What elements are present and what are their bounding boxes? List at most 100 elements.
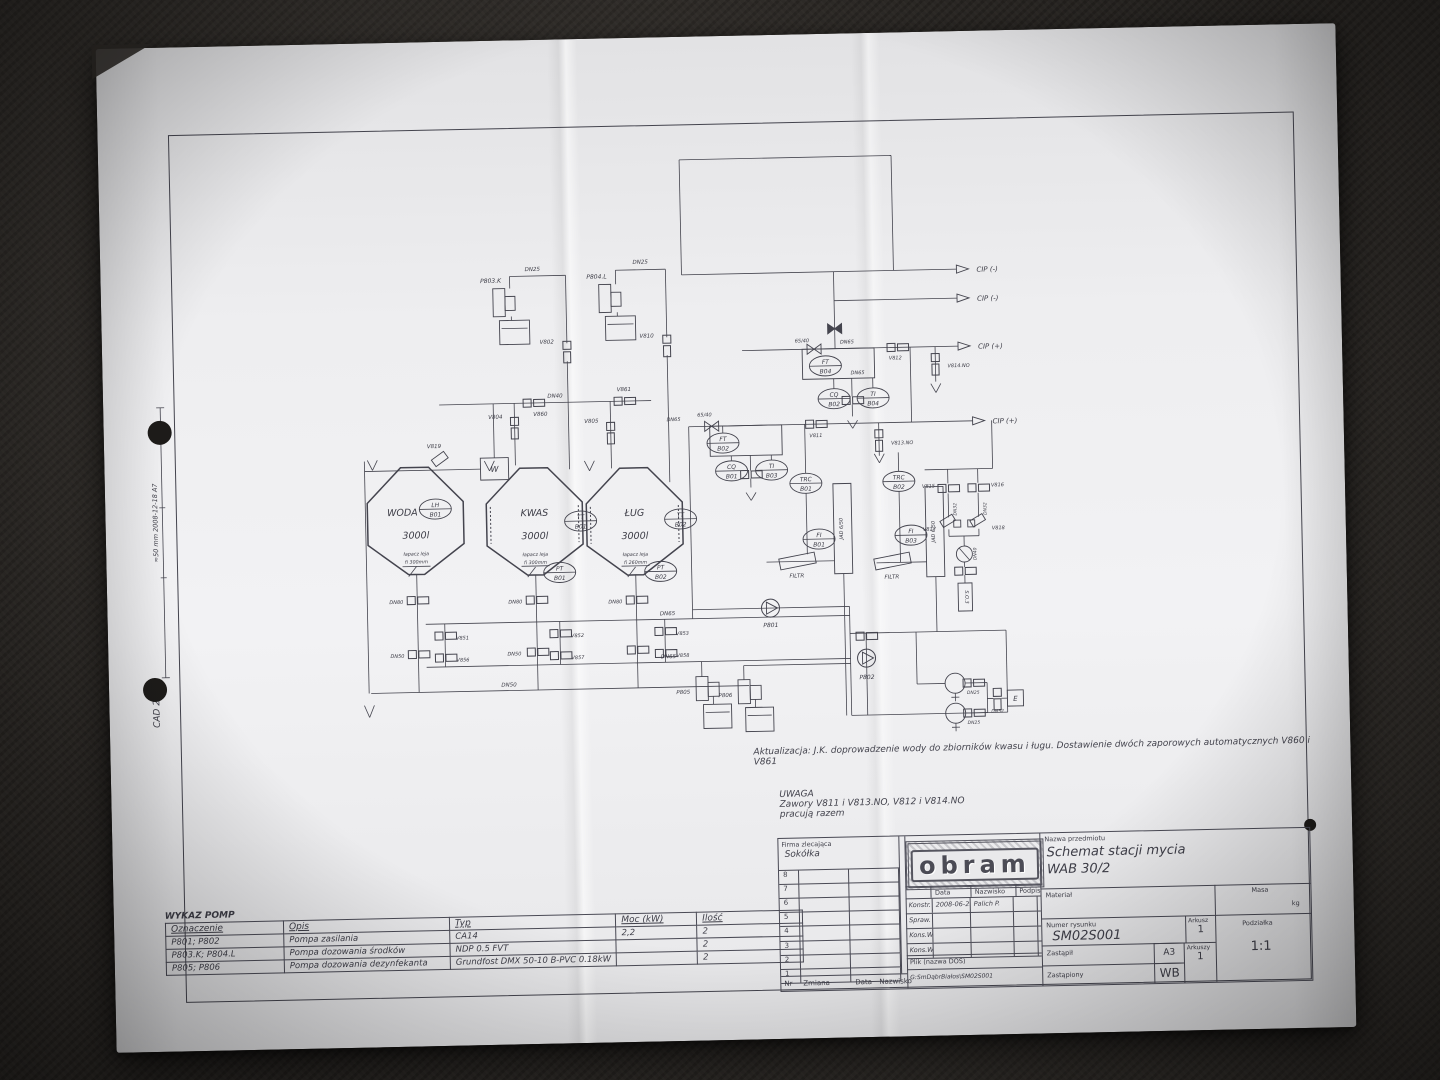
pipe-line (852, 420, 858, 429)
revision-cell (800, 940, 851, 955)
bubble-tag: TRC (800, 476, 813, 483)
revision-cell: 4 (780, 926, 801, 941)
pipe-line (678, 159, 682, 275)
valve-actuator (954, 566, 964, 576)
valve-actuator (549, 629, 559, 639)
valve-body (874, 439, 884, 452)
bubble-number: B02 (675, 521, 687, 528)
valve-actuator (886, 342, 896, 353)
equipment-rect (479, 457, 510, 481)
label: P805 (676, 690, 690, 696)
pipe-line (159, 407, 167, 678)
pipe-line (566, 361, 570, 470)
valve-body (536, 595, 549, 604)
valve-actuator (406, 596, 416, 606)
valve-actuator (654, 648, 664, 659)
valve-actuator (805, 419, 815, 429)
revision-cell: 7 (779, 884, 800, 899)
label: P803.K (480, 278, 502, 285)
pipe-line (878, 422, 880, 456)
bubble-tag: CQ (830, 392, 839, 399)
revision-cell (849, 896, 900, 911)
valve-body (636, 595, 649, 604)
mass-label: Masa (1251, 885, 1269, 895)
label: CIP (-) (977, 294, 999, 302)
label: P804.L (586, 273, 606, 280)
label: DN65 (840, 339, 854, 345)
label: DN80 (389, 600, 403, 606)
equipment-rect (745, 706, 775, 733)
label: V812 (889, 355, 902, 361)
label: V814.NO (947, 363, 969, 369)
staff-col-nazwisko: Nazwisko (971, 884, 1017, 897)
sheets-no: 1 (1197, 951, 1204, 963)
label: 65/40 (697, 412, 712, 418)
file-label: Plik (nazwa DOS) (909, 957, 966, 967)
sheet-no: 1 (1197, 924, 1205, 936)
bubble-number: B03 (766, 472, 778, 479)
bubble-tag: TRC (893, 474, 906, 481)
tank-volume: 3000l (402, 530, 429, 542)
tank-note: łapacz leja (403, 551, 429, 558)
pipe-line (664, 269, 668, 338)
bubble-divider (664, 518, 697, 520)
pipe-line (805, 493, 808, 555)
label: V811 (809, 433, 822, 439)
valve-body (510, 427, 519, 440)
bubble-number: B01 (430, 511, 442, 518)
equipment-rect (498, 319, 531, 346)
pipe-line (452, 468, 481, 471)
valve-actuator (525, 595, 535, 605)
label: CIP (-) (976, 265, 998, 273)
pump-table-cell: Grundfost DMX 50-10 B-PVC 0.18kW (450, 952, 617, 970)
pipe-line (747, 714, 772, 716)
label: V856 (456, 657, 469, 663)
pipe-line (666, 355, 671, 483)
label: DN80 (608, 599, 622, 605)
valve-actuator (930, 352, 940, 363)
label: DN32 (991, 708, 1004, 714)
pipe-line (416, 574, 420, 693)
bubble-number: B02 (828, 401, 840, 408)
bowtie-valve (806, 343, 815, 356)
valve-body (665, 649, 678, 658)
pipe-line (843, 573, 848, 716)
bubble-divider (543, 571, 576, 574)
bubble-divider (809, 365, 842, 367)
equipment-rect (957, 582, 974, 612)
tank-woda (366, 466, 465, 576)
valve-actuator (855, 631, 865, 641)
bubble-divider (857, 397, 890, 399)
pipe-line (917, 683, 946, 685)
material-label: Materiał (1045, 890, 1073, 900)
bowtie-valve (827, 322, 836, 335)
label: ≈50 mm 2008-12-18 A7 (151, 483, 161, 563)
label: DN65 (660, 611, 676, 617)
equipment-rect (598, 283, 612, 314)
warning-note: UWAGA Zawory V811 i V813.NO, V812 i V814… (779, 786, 965, 820)
label: V818 (992, 525, 1005, 531)
equipment-rect (610, 291, 622, 307)
equipment-rect (707, 681, 720, 697)
punch-hole (147, 420, 172, 445)
mass-cell: Masa kg (1214, 882, 1311, 915)
valve-body (662, 345, 672, 358)
label: P801 (763, 622, 778, 629)
label: DN25 (632, 260, 648, 266)
revision-cell: 8 (778, 870, 800, 885)
bubble-tag: FI (816, 532, 822, 539)
valve-actuator (626, 645, 636, 655)
valve-actuator (625, 595, 635, 605)
valve-body (559, 629, 573, 638)
bubble-divider (715, 470, 748, 472)
pipe-line (898, 491, 901, 563)
tank-name: KWAS (520, 508, 548, 520)
pipe-line (565, 275, 568, 344)
pipe-line (521, 565, 550, 567)
bubble-number: B02 (717, 445, 729, 452)
pipe-line (688, 426, 694, 619)
bubble-number: B01 (575, 523, 587, 530)
label: DN50 (390, 654, 404, 660)
